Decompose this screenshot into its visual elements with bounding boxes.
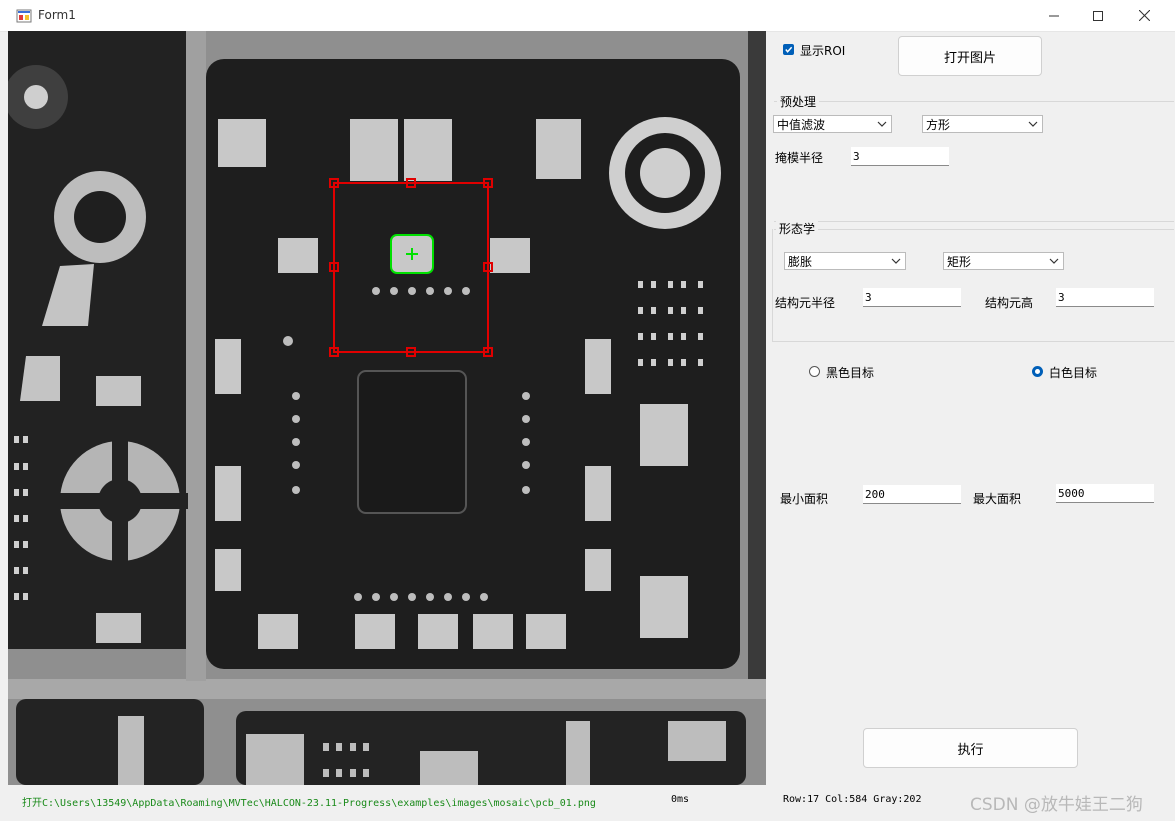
element-height-label: 结构元高 (985, 296, 1034, 310)
black-target-label: 黑色目标 (826, 366, 875, 380)
status-path: 打开C:\Users\13549\AppData\Roaming\MVTec\H… (22, 798, 596, 809)
status-coords: Row:17 Col:584 Gray:202 (783, 794, 922, 805)
morph-shape-select[interactable]: 矩形 (943, 252, 1064, 270)
black-target-radio[interactable] (809, 366, 820, 377)
chevron-down-icon (891, 258, 901, 264)
morph-operation-select[interactable]: 膨胀 (784, 252, 906, 270)
show-roi-checkbox[interactable] (783, 44, 794, 55)
white-target-label: 白色目标 (1049, 366, 1098, 380)
pcb-image (8, 31, 766, 785)
window-title: Form1 (38, 8, 76, 22)
close-button[interactable] (1121, 0, 1167, 31)
min-area-input[interactable]: 200 (863, 485, 961, 504)
filter-shape-select[interactable]: 方形 (922, 115, 1043, 133)
max-area-input[interactable]: 5000 (1056, 484, 1154, 503)
open-image-button[interactable]: 打开图片 (898, 36, 1042, 76)
status-time: 0ms (671, 794, 690, 805)
min-area-label: 最小面积 (780, 492, 829, 506)
check-icon (785, 46, 793, 53)
element-radius-input[interactable]: 3 (863, 288, 961, 307)
morphology-group-border-top (774, 221, 1174, 222)
image-viewer[interactable] (8, 31, 766, 785)
run-button[interactable]: 执行 (863, 728, 1078, 768)
mask-radius-input[interactable]: 3 (851, 147, 949, 166)
filter-select-value: 中值滤波 (777, 117, 826, 132)
status-bar: 打开C:\Users\13549\AppData\Roaming\MVTec\H… (0, 785, 1175, 821)
element-radius-label: 结构元半径 (775, 296, 836, 310)
morph-operation-select-value: 膨胀 (788, 254, 813, 269)
element-height-input[interactable]: 3 (1056, 288, 1154, 307)
filter-select[interactable]: 中值滤波 (773, 115, 892, 133)
morph-shape-select-value: 矩形 (947, 254, 972, 269)
watermark: CSDN @放牛娃王二狗 (970, 795, 1143, 815)
chevron-down-icon (877, 121, 887, 127)
mask-radius-label: 掩模半径 (775, 151, 824, 165)
show-roi-label: 显示ROI (800, 44, 846, 58)
max-area-label: 最大面积 (973, 492, 1022, 506)
preprocess-group-title: 预处理 (777, 93, 820, 110)
maximize-button[interactable] (1075, 0, 1121, 31)
morphology-group-border-top2 (774, 229, 1174, 230)
minimize-button[interactable] (1031, 0, 1077, 31)
minimize-icon (1049, 15, 1059, 16)
white-target-radio[interactable] (1032, 366, 1043, 377)
chevron-down-icon (1028, 121, 1038, 127)
chevron-down-icon (1049, 258, 1059, 264)
title-bar: Form1 (0, 0, 1175, 32)
preprocess-group-border (774, 101, 1174, 102)
maximize-icon (1093, 10, 1103, 21)
morphology-group-title: 形态学 (776, 220, 819, 237)
filter-shape-select-value: 方形 (926, 117, 951, 132)
app-icon (16, 9, 32, 23)
morphology-group-border-bottom (772, 341, 1174, 342)
close-icon (1138, 10, 1150, 21)
morphology-group-border-left (772, 229, 773, 341)
control-panel: 显示ROI 打开图片 预处理 中值滤波 方形 掩模半径 3 形态学 膨胀 矩形 … (766, 31, 1175, 791)
